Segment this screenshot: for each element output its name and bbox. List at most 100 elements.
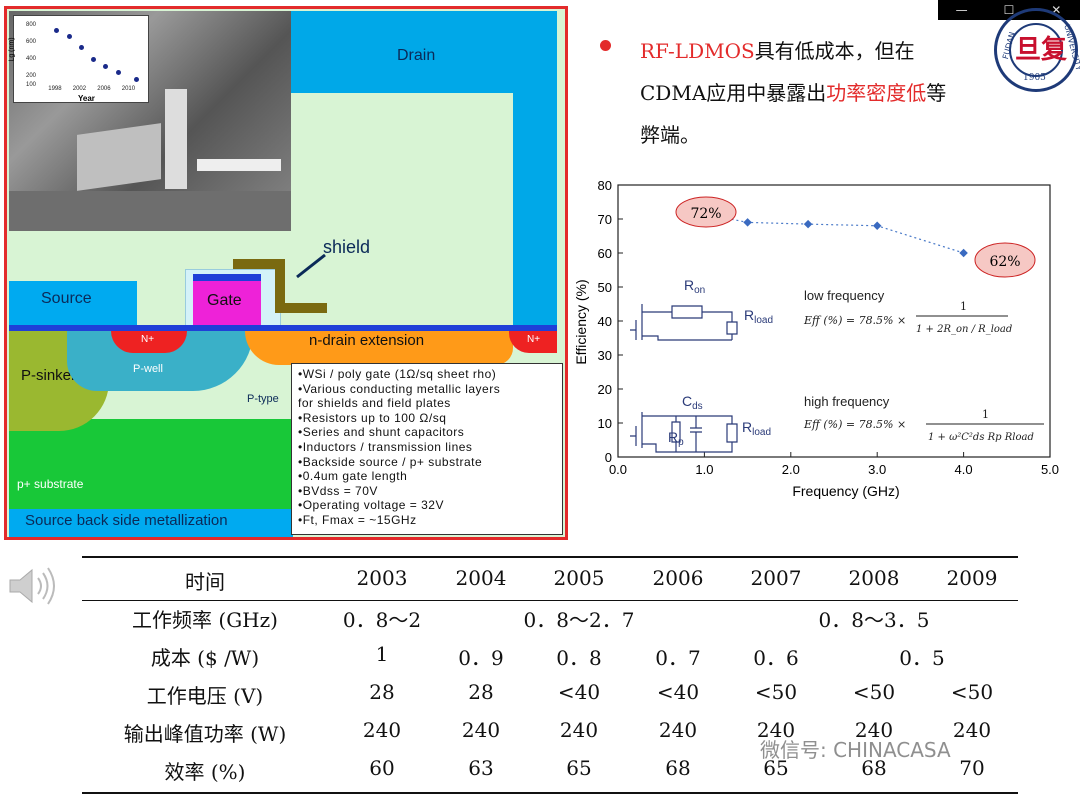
- table-row-label: 输出峰值功率 (W): [123, 722, 287, 746]
- table-cell: 60: [369, 756, 395, 780]
- table-cell: 0．8～3．5: [818, 608, 930, 632]
- speaker-icon[interactable]: [4, 558, 60, 614]
- table-cell: <50: [852, 680, 896, 704]
- bullet-text: RF-LDMOS具有低成本，但在 CDMA应用中暴露出功率密度低等 弊端。: [640, 30, 1020, 156]
- inset-data-point: [115, 70, 121, 76]
- y-tick-label: 70: [598, 212, 612, 227]
- data-point: [743, 218, 752, 227]
- table-cell: 0．8～2: [342, 608, 422, 632]
- logo-inner-ring: [1009, 23, 1063, 77]
- table-cell: 1: [375, 642, 389, 666]
- spec-item: •Various conducting metallic layers: [298, 381, 501, 396]
- shield-plate: [275, 259, 285, 311]
- p-substrate: [9, 419, 295, 509]
- shield-plate: [275, 303, 327, 313]
- n-plus-label: N+: [141, 334, 155, 345]
- high-frequency-num: 1: [982, 408, 989, 421]
- table-cell: 28: [468, 680, 494, 704]
- table-header-year: 2005: [553, 566, 605, 590]
- table-bottom-rule: [82, 792, 1018, 794]
- inset-x-tick: 2006: [97, 86, 111, 92]
- spec-item: •Inductors / transmission lines: [298, 439, 473, 454]
- table-row-label: 工作频率 (GHz): [132, 608, 278, 632]
- table-cell: 240: [362, 718, 402, 742]
- spec-item: •0.4um gate length: [298, 469, 408, 484]
- source-label: Source: [41, 290, 92, 307]
- sem-structure: [77, 123, 161, 191]
- x-axis-label: Frequency (GHz): [792, 483, 899, 499]
- table-header-time: 时间: [185, 570, 225, 594]
- r-on-label: Ron: [684, 277, 705, 296]
- drain-region: [291, 11, 557, 93]
- r-load-label: Rload: [742, 419, 771, 438]
- low-frequency-eq: Eff (%) = 78.5% ×: [803, 314, 906, 327]
- backside-metal-label: Source back side metallization: [25, 512, 228, 529]
- inset-data-point: [103, 64, 109, 70]
- inset-y-tick: 200: [26, 73, 37, 80]
- close-button[interactable]: ✕: [1051, 3, 1062, 17]
- low-frequency-num: 1: [960, 300, 967, 313]
- spec-item: for shields and field plates: [298, 396, 451, 411]
- p-sinker-label: P-sinker: [21, 367, 77, 384]
- table-header-rule: [82, 600, 1018, 601]
- bullet-text-2: CDMA应用中暴露出: [640, 81, 827, 105]
- inset-y-tick: 400: [26, 56, 37, 63]
- high-frequency-eq: Eff (%) = 78.5% ×: [803, 418, 906, 431]
- maximize-button[interactable]: ☐: [1003, 3, 1015, 17]
- inset-y-tick: 600: [26, 39, 37, 46]
- inset-data-point: [54, 28, 60, 34]
- logo-year: 1905: [1023, 73, 1046, 83]
- annotation-62: 62%: [989, 254, 1020, 270]
- table-row-label: 工作电压 (V): [146, 684, 264, 708]
- shield-arrow: [296, 253, 326, 279]
- table-cell: 0．7: [655, 646, 701, 670]
- table-header-year: 2004: [455, 566, 507, 590]
- gate-oxide: [9, 325, 557, 331]
- inset-xlabel: Year: [78, 94, 95, 103]
- shield-plate: [233, 259, 285, 269]
- sem-structure: [197, 159, 281, 171]
- n-drain-extension-label: n-drain extension: [309, 332, 425, 349]
- sem-structure: [165, 89, 187, 189]
- y-tick-label: 80: [598, 178, 612, 193]
- wechat-watermark: 微信号: CHINACASA: [760, 738, 951, 762]
- logo-chars: 旦复: [1015, 35, 1068, 65]
- table-header-year: 2009: [946, 566, 998, 590]
- spec-item: •Ft, Fmax = ~15GHz: [298, 512, 417, 527]
- table-cell: 68: [665, 756, 691, 780]
- table-cell: 0．8: [556, 646, 602, 670]
- data-point: [803, 219, 813, 229]
- inset-data-point: [133, 77, 139, 83]
- n-drain-extension: [245, 331, 513, 365]
- table-cell: 0．9: [458, 646, 504, 670]
- y-tick-label: 30: [598, 348, 612, 363]
- bullet-text-4: 弊端。: [640, 123, 700, 147]
- shield-label: shield: [323, 237, 371, 257]
- c-ds-label: Cds: [682, 393, 703, 412]
- bullet-text-3: 等: [926, 81, 947, 105]
- inset-ylabel: Lg (nm): [8, 37, 16, 62]
- annotation-72-bubble: [675, 196, 737, 228]
- high-frequency-den: 1 + ω²C²ds Rp Rload: [928, 432, 1034, 443]
- process-specs-box: •WSi / poly gate (1Ω/sq sheet rho)•Vario…: [291, 363, 563, 535]
- table-cell: 63: [468, 756, 494, 780]
- annotation-62-bubble: [974, 242, 1036, 278]
- inset-data-point: [78, 44, 84, 50]
- minimize-button[interactable]: —: [955, 3, 968, 17]
- table-cell: 240: [559, 718, 599, 742]
- y-tick-label: 0: [605, 450, 612, 465]
- y-tick-label: 50: [598, 280, 612, 295]
- table-cell: 240: [756, 718, 796, 742]
- table-cell: 240: [658, 718, 698, 742]
- table-cell: 0．5: [899, 646, 945, 670]
- x-tick-label: 2.0: [782, 462, 800, 477]
- table-cell: <40: [656, 680, 700, 704]
- x-tick-label: 0.0: [609, 462, 627, 477]
- plot-area: [617, 184, 1051, 458]
- n-plus-drain: [509, 331, 557, 353]
- low-frequency-title: low frequency: [804, 288, 885, 303]
